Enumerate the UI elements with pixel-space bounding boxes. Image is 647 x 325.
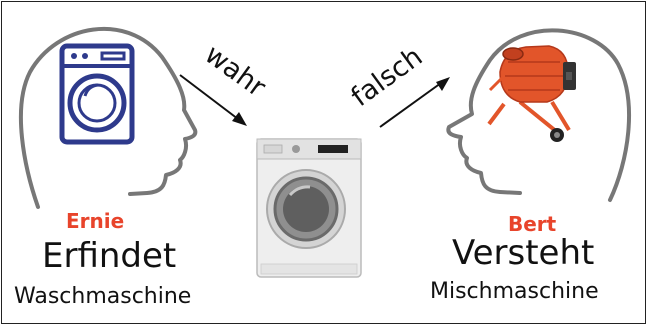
left-person-name: Ernie [66, 209, 124, 233]
washing-machine-image [257, 139, 361, 277]
left-person-object: Waschmaschine [14, 284, 191, 309]
washing-machine-icon [62, 46, 132, 142]
right-person-verb: Versteht [452, 233, 594, 273]
cement-mixer-icon [489, 46, 576, 142]
left-person-verb: Erfindet [42, 236, 176, 276]
arrow-label-wahr: wahr [199, 39, 272, 104]
right-person-object: Mischmaschine [430, 279, 599, 304]
